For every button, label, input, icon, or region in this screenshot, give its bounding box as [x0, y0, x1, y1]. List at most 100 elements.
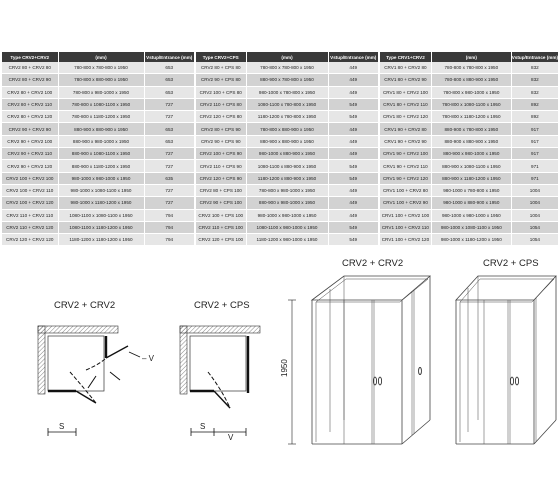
s-label: S: [200, 422, 205, 431]
dimensions-cell: 780-800 x 1080-1100 x 1950: [431, 98, 512, 112]
dimensions-cell: 1080-1100 x 1080-1100 x 1950: [58, 209, 145, 222]
dimensions-cell: 780-800 x 780-800 x 1950: [58, 62, 145, 75]
entrance-cell: 449: [328, 209, 378, 222]
table-crv2-cps: Type CRV2+CPS (mm) Vstup/Entrance (mm) C…: [196, 52, 378, 247]
dimensions-cell: 880-900 x 980-1000 x 1950: [431, 147, 512, 161]
dimensions-cell: 1080-1100 x 1180-1200 x 1950: [58, 221, 145, 235]
column-header: (mm): [246, 52, 329, 62]
entrance-cell: 635: [144, 172, 194, 185]
wall-top: [37, 325, 119, 334]
entrance-cell: 449: [328, 86, 378, 99]
entrance-cell: 549: [328, 221, 378, 235]
type-cell: CRV2 100 + CPS 80: [196, 86, 247, 99]
type-cell: CRV2 80 + CPS 100: [196, 184, 247, 198]
type-cell: CRV2 80 + CRV2 80: [2, 62, 59, 75]
shower-tray: [189, 335, 247, 392]
entrance-cell: 917: [511, 122, 558, 136]
dimensions-cell: 1080-1100 x 780-800 x 1950: [246, 98, 329, 112]
plan2-title: CRV2 + CPS: [194, 300, 250, 311]
dimensions-cell: 880-900 x 980-1000 x 1950: [246, 196, 329, 210]
bottom-side: [533, 419, 557, 445]
dimensions-cell: 780-800 x 980-1000 x 1950: [58, 86, 145, 99]
dimensions-cell: 1180-1200 x 880-900 x 1950: [246, 172, 329, 185]
table-crv1-crv2: Type CRV1+CRV2 (mm) Vstup/Entrance (mm) …: [380, 52, 558, 247]
dimensions-cell: 880-900 x 1180-1200 x 1950: [431, 172, 512, 185]
type-cell: CRV2 90 + CPS 100: [196, 196, 247, 210]
entrance-cell: 1054: [511, 221, 558, 235]
height-label: 1950: [280, 359, 289, 377]
dimensions-cell: 980-1000 x 980-1000 x 1950: [58, 172, 145, 185]
v-label: V: [228, 433, 234, 442]
type-cell: CRV1 90 + CRV2 100: [380, 147, 432, 161]
dimensions-cell: 780-800 x 980-1000 x 1950: [431, 86, 512, 99]
top-frame: [310, 275, 432, 301]
type-cell: CRV2 110 + CPS 90: [196, 159, 247, 173]
entrance-cell: 727: [144, 98, 194, 112]
entrance-cell: 653: [144, 122, 194, 136]
dimensions-cell: 1180-1200 x 980-1000 x 1950: [246, 233, 329, 247]
top-frame: [455, 275, 557, 301]
plan-diagram-crv2-crv2: – V S: [37, 325, 155, 436]
type-cell: CRV1 90 + CRV2 90: [380, 135, 432, 149]
dimensions-cell: 980-1000 x 980-1000 x 1950: [246, 209, 329, 222]
type-cell: CRV1 100 + CRV2 100: [380, 209, 432, 222]
type-cell: CRV1 100 + CRV2 80: [380, 184, 432, 198]
entrance-cell: 549: [328, 98, 378, 112]
dimensions-cell: 980-1000 x 780-800 x 1950: [246, 86, 329, 99]
dimensions-cell: 880-900 x 880-900 x 1950: [58, 122, 145, 136]
dimensions-cell: 780-800 x 780-800 x 1950: [431, 62, 512, 75]
type-cell: CRV2 110 + CRV2 120: [2, 221, 59, 235]
dimensions-cell: 880-900 x 1180-1200 x 1950: [58, 159, 145, 173]
dimensions-cell: 780-800 x 880-900 x 1950: [246, 122, 329, 136]
door-handle: [418, 366, 422, 375]
type-cell: CRV2 100 + CRV2 110: [2, 184, 59, 198]
entrance-cell: 449: [328, 62, 378, 75]
dimensions-cell: 980-1000 x 1180-1200 x 1950: [58, 196, 145, 210]
entrance-cell: 549: [328, 110, 378, 124]
type-cell: CRV2 90 + CPS 80: [196, 73, 247, 87]
s-label: S: [59, 422, 64, 431]
door-handle: [509, 376, 514, 386]
type-cell: CRV1 90 + CRV2 110: [380, 159, 432, 173]
entrance-cell: 549: [328, 233, 378, 247]
door-swing-side: [85, 357, 107, 371]
top-frame-inner: [315, 278, 429, 303]
column-header: Type CRV2+CRV2: [2, 52, 59, 62]
entrance-cell: 727: [144, 110, 194, 124]
entrance-cell: 1004: [511, 196, 558, 210]
dimensions-cell: 880-900 x 1080-1100 x 1950: [58, 147, 145, 161]
type-cell: CRV2 80 + CRV2 120: [2, 110, 59, 124]
entrance-cell: 653: [144, 135, 194, 149]
type-cell: CRV2 120 + CRV2 120: [2, 233, 59, 247]
entrance-cell: 1004: [511, 184, 558, 198]
dimensions-cell: 980-1000 x 980-1000 x 1950: [431, 209, 512, 222]
entrance-cell: 892: [511, 98, 558, 112]
dimensions-cell: 880-900 x 780-800 x 1950: [246, 73, 329, 87]
view1-title: CRV2 + CRV2: [342, 258, 404, 269]
type-cell: CRV2 120 + CPS 100: [196, 233, 247, 247]
dimensions-cell: 980-1000 x 1180-1200 x 1950: [431, 233, 512, 247]
dimensions-cell: 880-900 x 1080-1100 x 1950: [431, 159, 512, 173]
dimensions-cell: 1180-1200 x 1180-1200 x 1950: [58, 233, 145, 247]
shower-tray: [47, 335, 105, 392]
type-cell: CRV1 80 + CRV2 100: [380, 86, 432, 99]
